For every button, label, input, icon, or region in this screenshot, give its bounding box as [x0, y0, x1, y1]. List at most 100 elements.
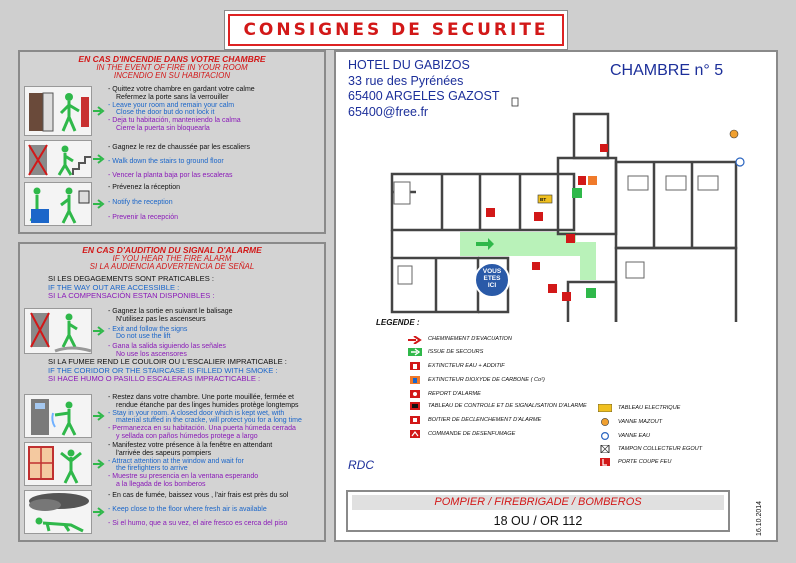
alarm-step3-es2: a la llegada de los bomberos: [116, 481, 206, 489]
alarm-panel-title: EN CAS D'AUDITION DU SIGNAL D'ALARME IF …: [20, 246, 324, 272]
alarm-title-fr: EN CAS D'AUDITION DU SIGNAL D'ALARME: [82, 245, 262, 255]
no-lift-exit-icon: [30, 312, 91, 353]
you-are-here-marker: [474, 262, 510, 298]
alarm-step1-en2: Do not use the lift: [116, 333, 171, 341]
hotel-city: 65400 ARGELES GAZOST: [348, 89, 500, 104]
emergency-services-label: POMPIER / FIREBRIGADE / BOMBEROS: [352, 495, 724, 510]
person-crawling-under-smoke-icon: [29, 493, 89, 533]
page-header: CONSIGNES DE SECURITE: [228, 14, 564, 46]
legend-co2-extinguisher: EXTINCTEUR DIOXYDE DE CARBONE ( Co²): [428, 377, 545, 383]
legend-title: LEGENDE :: [376, 318, 420, 327]
water-extinguisher-legend-icon: [410, 362, 420, 370]
alarm-step1-fr2: N'utilisez pas les ascenseurs: [116, 315, 206, 323]
you-are-here-label: VOUS ETES ICI: [482, 268, 502, 290]
person-at-window-icon: [28, 446, 82, 484]
fire-instructions-panel: EN CAS D'INCENDIE DANS VOTRE CHAMBRE IN …: [18, 50, 326, 234]
smoke-control-legend-icon: [410, 430, 420, 438]
cond1-en: IF THE WAY OUT ARE ACCESSIBLE :: [48, 282, 180, 292]
fire-title-en: IN THE EVENT OF FIRE IN YOUR ROOM: [96, 62, 248, 72]
cond1-es: SI LA COMPENSACIÓN ESTAN DISPONIBLES :: [48, 291, 215, 301]
legend-smoke-control: COMMANDE DE DESENFUMAGE: [428, 431, 516, 437]
person-at-reception-icon: [29, 187, 90, 224]
fire-step1-es: - Deja tu habitación, manteniendo la cal…: [108, 117, 241, 125]
alarm-step-crawl: - En cas de fumée, baissez vous , l'air …: [24, 490, 320, 534]
floor-level: RDC: [348, 458, 374, 472]
alarm-step3-en2: the firefighters to arrive: [116, 465, 188, 473]
fire-step2-es: - Vencer la planta baja por las escalera…: [108, 171, 233, 179]
person-wetting-door-icon: [31, 399, 77, 436]
hotel-name: HOTEL DU GABIZOS: [348, 58, 470, 72]
alarm-step1-es: - Gana la salida siguiendo las señales: [108, 343, 226, 351]
alarm-title-en: IF YOU HEAR THE FIRE ALARM: [112, 253, 232, 263]
alarm-step3-fr2: l'arrivée des sapeurs pompiers: [116, 449, 212, 457]
alarm-step-exit: - Gagnez la sortie en suivant le balisag…: [24, 308, 320, 358]
fire-step1-fr2: Refermez la porte sans la verrouiller: [116, 93, 229, 101]
floor-plan: [390, 97, 745, 322]
alarm-step-window: - Manifestez votre présence à la fenêtre…: [24, 442, 320, 489]
legend-alarm-trigger: BOITIER DE DECLENCHEMENT D'ALARME: [428, 417, 542, 423]
bt-marker-label: BT: [540, 197, 547, 202]
stairs-pictogram: [24, 140, 92, 178]
fire-step1-en2: Close the door but do not lock it: [116, 109, 215, 117]
legend-water-extinguisher: EXTINCTEUR EAU + ADDITIF: [428, 363, 505, 369]
fire-step3-es: - Prevenir la recepción: [108, 213, 179, 221]
equipment-markers: [486, 97, 745, 301]
legend-electrical-panel: TABLEAU ELECTRIQUE: [618, 405, 681, 411]
cond2-fr: SI LA FUMEE REND LE COULOIR OU L'ESCALIE…: [48, 357, 287, 366]
alarm-step3-fr: - Manifestez votre présence à la fenêtre…: [108, 442, 273, 449]
fire-title-es: INCENDIO EN SU HABITACION: [113, 71, 231, 81]
sewer-manhole-legend-icon: [600, 445, 610, 453]
alarm-panel-legend-icon: [410, 402, 420, 410]
alarm-step1-en: - Exit and follow the signs: [108, 325, 188, 333]
reception-pictogram: [24, 182, 92, 226]
room-number: CHAMBRE n° 5: [610, 62, 724, 79]
fire-step3-fr: - Prévenez la réception: [108, 184, 180, 191]
alarm-step2-fr: - Restez dans votre chambre. Une porte m…: [108, 394, 294, 401]
fire-door-legend-icon: [600, 458, 610, 466]
legend-alarm-report: REPORT D'ALARME: [428, 391, 481, 397]
page-title: CONSIGNES DE SECURITE: [243, 20, 549, 40]
step-arrow-icon: [92, 442, 106, 486]
window-pictogram: [24, 442, 92, 486]
route-arrow-icon: [476, 238, 494, 250]
legend-alarm-control-panel: TABLEAU DE CONTROLE ET DE SIGNALISATION …: [428, 403, 587, 409]
cond1-fr: SI LES DEGAGEMENTS SONT PRATICABLES :: [48, 274, 214, 283]
evacuation-plan-panel: HOTEL DU GABIZOS 33 rue des Pyrénées 654…: [334, 50, 778, 542]
fire-step1-fr: - Quittez votre chambre en gardant votre…: [108, 86, 255, 93]
cond2-en: IF THE CORIDOR OR THE STAIRCASE IS FILLE…: [48, 365, 278, 375]
emergency-numbers: 18 OU / OR 112: [493, 514, 583, 528]
hotel-address: HOTEL DU GABIZOS 33 rue des Pyrénées 654…: [348, 58, 499, 121]
alarm-instructions-panel: EN CAS D'AUDITION DU SIGNAL D'ALARME IF …: [18, 242, 326, 542]
legend-emergency-exit: ISSUE DE SECOURS: [428, 349, 484, 355]
cond2-es: SI HACE HUMO O PASILLO ESCALERAS IMPRACT…: [48, 374, 261, 384]
wet-door-pictogram: [24, 394, 92, 438]
crawl-pictogram: [24, 490, 92, 534]
alarm-title-es: SI LA AUDIENCIA ADVERTENCIA DE SEÑAL: [89, 262, 255, 272]
fire-step-stairs: - Gagnez le rez de chaussée par les esca…: [24, 140, 320, 179]
evacuation-path-legend-icon: [408, 336, 422, 344]
fire-step2-en: - Walk down the stairs to ground floor: [108, 157, 224, 165]
alarm-step2-es: - Permanezca en su habitación. Una puert…: [108, 425, 296, 433]
step-arrow-icon: [92, 308, 106, 354]
fire-step3-en: - Notify the reception: [108, 198, 173, 206]
legend-fuel-valve: VANNE MAZOUT: [618, 419, 663, 425]
alarm-repeater-legend-icon: [410, 390, 420, 398]
alarm-step2-en: - Stay in your room. A closed door which…: [108, 409, 285, 417]
fire-panel-title: EN CAS D'INCENDIE DANS VOTRE CHAMBRE IN …: [20, 55, 324, 81]
fire-step1-es2: Cierre la puerta sin bloquearla: [116, 125, 210, 133]
alarm-step3-es: - Muestre su presencia en la ventana esp…: [108, 473, 259, 481]
condition-smoke-filled: SI LA FUMEE REND LE COULOIR OU L'ESCALIE…: [48, 357, 287, 384]
co2-extinguisher-legend-icon: [410, 376, 420, 384]
step-arrow-icon: [92, 86, 106, 136]
alarm-step4-fr: - En cas de fumée, baissez vous , l'air …: [108, 492, 289, 499]
alarm-step1-fr: - Gagnez la sortie en suivant le balisag…: [108, 308, 233, 315]
alarm-step4-es: - Si el humo, que a su vez, el aire fres…: [108, 519, 288, 527]
legend-evac-path: CHEMINEMENT D'EVACUATION: [428, 336, 512, 342]
hotel-email: 65400@free.fr: [348, 104, 429, 119]
alarm-trigger-legend-icon: [410, 416, 420, 424]
water-valve-legend-icon: [601, 432, 609, 440]
electrical-panel-legend-icon: [598, 404, 612, 412]
alarm-step3-en: - Attract attention at the window and wa…: [108, 457, 244, 465]
step-arrow-icon: [92, 182, 106, 226]
alarm-step-stay-room: - Restez dans votre chambre. Une porte m…: [24, 394, 320, 440]
